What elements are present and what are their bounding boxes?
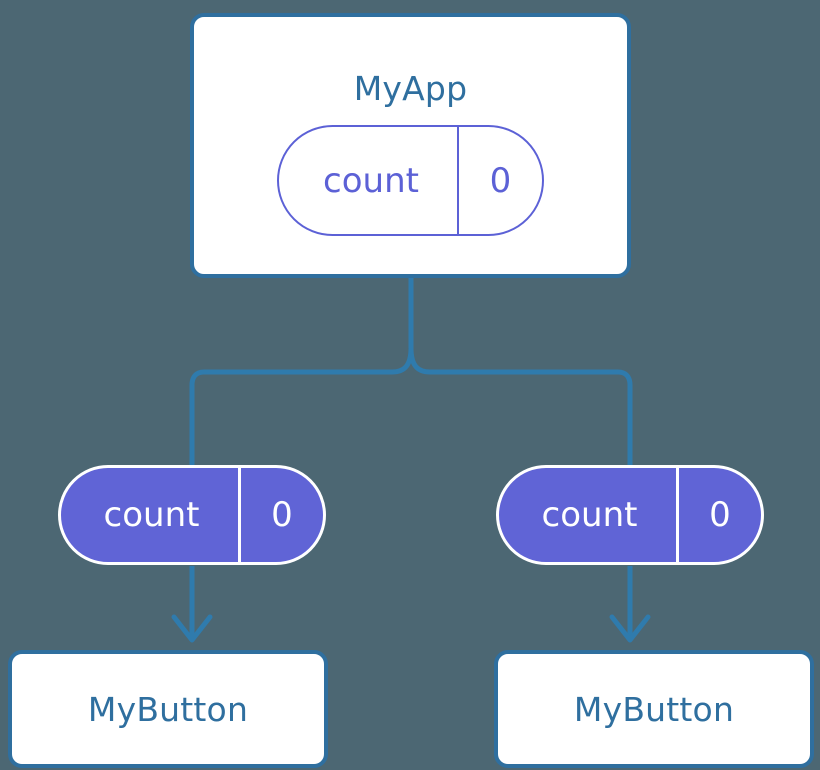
component-title-myapp: MyApp <box>353 69 468 108</box>
state-pill-key: count <box>61 468 241 562</box>
arrow-head-down-icon <box>609 614 651 643</box>
state-pill-child-left[interactable]: count 0 <box>58 465 326 565</box>
state-pill-value: 0 <box>709 495 731 535</box>
arrow-head-down-icon <box>171 614 213 643</box>
connector-branch-left <box>189 347 414 466</box>
state-pill-value: 0 <box>489 160 512 201</box>
component-box-mybutton-left[interactable]: MyButton <box>8 650 328 768</box>
state-pill-key: count <box>499 468 679 562</box>
component-title-mybutton: MyButton <box>87 689 249 729</box>
state-pill-value: 0 <box>271 495 293 535</box>
component-box-mybutton-right[interactable]: MyButton <box>494 650 814 768</box>
state-pill-root[interactable]: count 0 <box>277 125 544 236</box>
state-pill-child-right[interactable]: count 0 <box>496 465 764 565</box>
connector-branch-right <box>408 347 633 466</box>
component-title-mybutton: MyButton <box>573 689 735 729</box>
state-pill-key: count <box>279 127 459 234</box>
